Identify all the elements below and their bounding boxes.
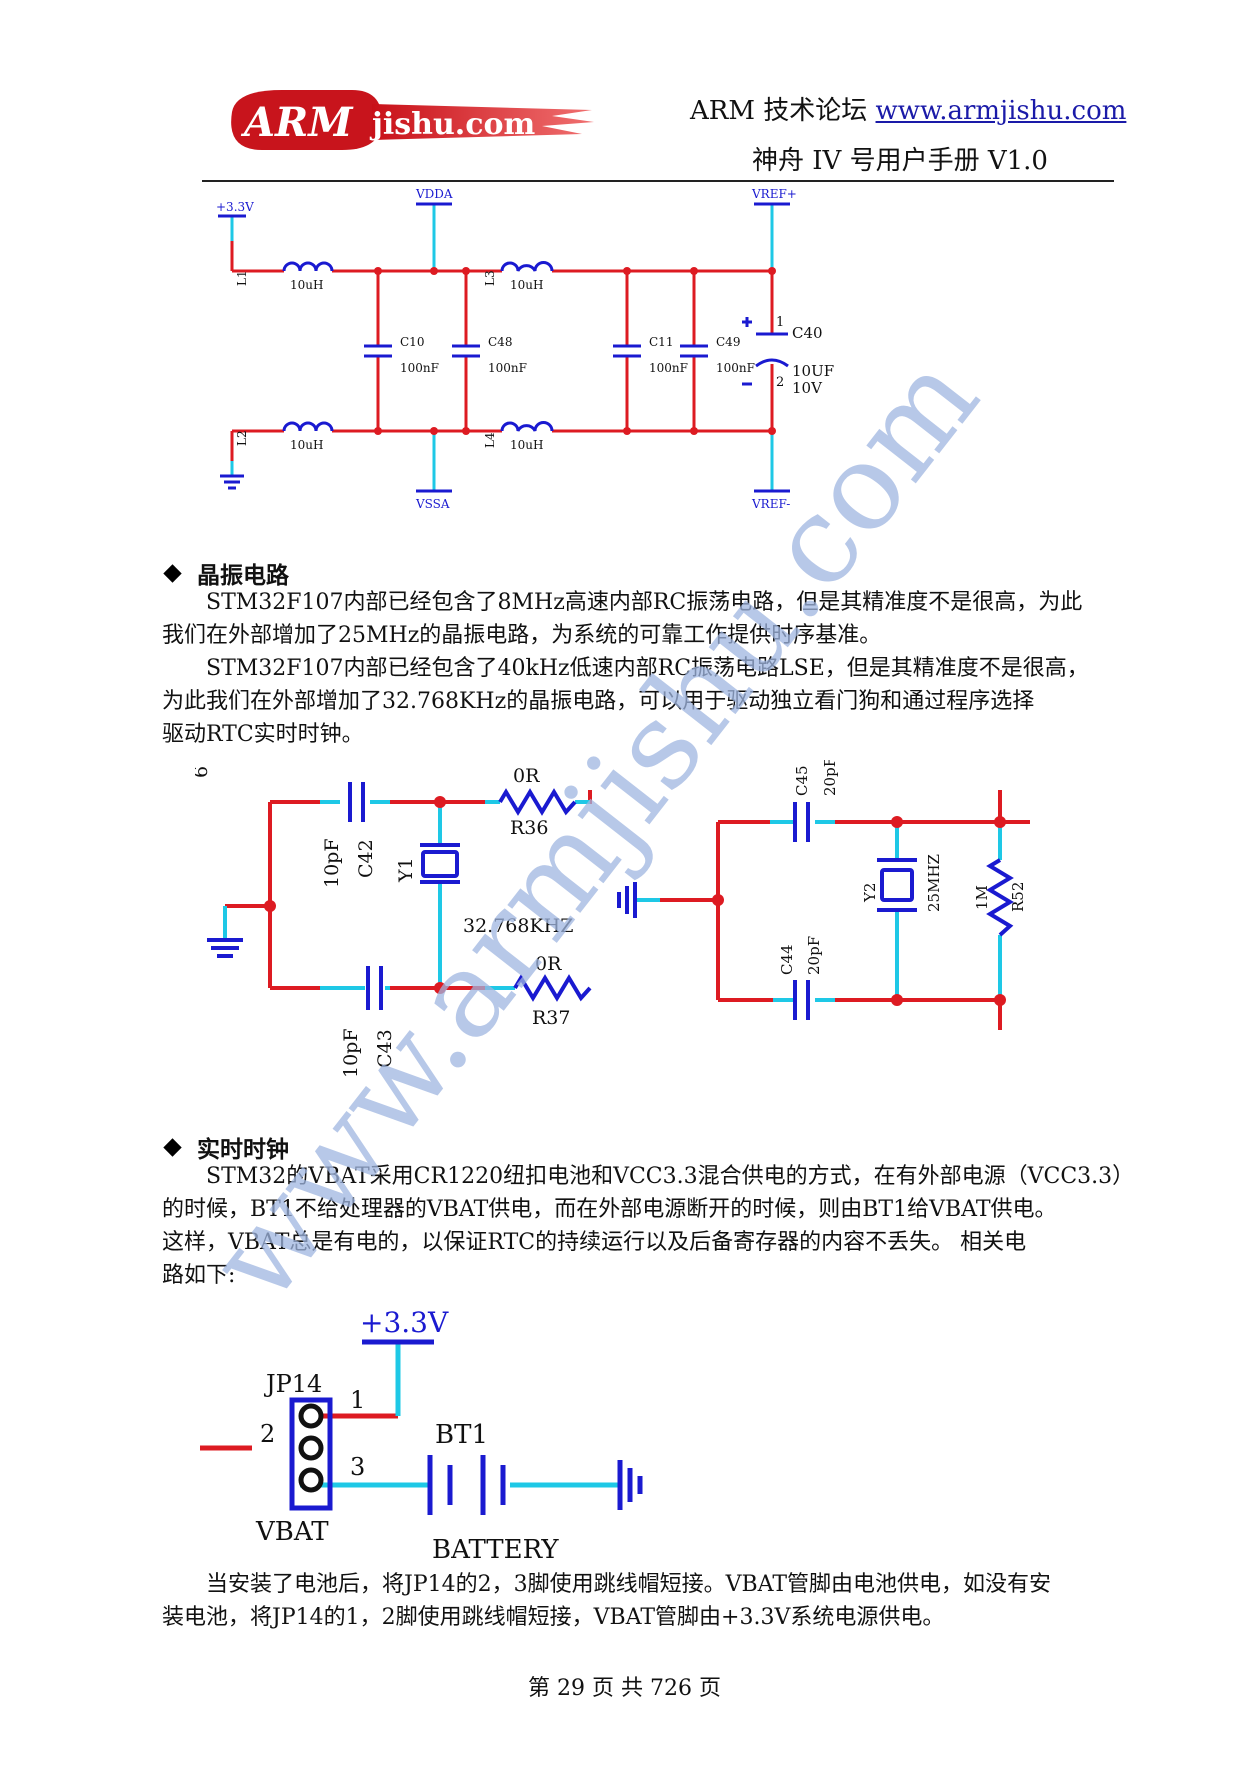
section-heading-crystal: 晶振电路 <box>162 556 289 590</box>
c45-value: 20pF <box>821 760 839 796</box>
r52-value: 1M <box>973 885 991 910</box>
battery-label: BATTERY <box>432 1535 559 1560</box>
r36-ref: R36 <box>510 817 548 839</box>
cap-c11-value: 100nF <box>649 361 688 375</box>
battery-schematic: +3.3V JP14 1 2 3 VBAT BT1 BATTERY <box>200 1306 643 1560</box>
heading-text: 晶振电路 <box>197 562 289 589</box>
text-line: 这样，VBAT总是有电的，以保证RTC的持续运行以及后备寄存器的内容不丢失。 相… <box>162 1230 1027 1255</box>
r37-value: 0R <box>535 953 562 975</box>
r37-ref: R37 <box>532 1007 570 1029</box>
text-line: 当安装了电池后，将JP14的2，3脚使用跳线帽短接。VBAT管脚由电池供电，如没… <box>206 1572 1052 1597</box>
forum-line: ARM 技术论坛 www.armjishu.com <box>690 90 1126 127</box>
y2-value: 25MHZ <box>925 854 943 912</box>
text-line: STM32的VBAT采用CR1220纽扣电池和VCC3.3混合供电的方式，在有外… <box>206 1164 1135 1189</box>
text-line: 我们在外部增加了25MHz的晶振电路，为系统的可靠工作提供时序基准。 <box>162 623 882 648</box>
rtc-paragraph: STM32的VBAT采用CR1220纽扣电池和VCC3.3混合供电的方式，在有外… <box>162 1160 1135 1292</box>
y1-ref: Y1 <box>395 857 417 883</box>
manual-title: 神舟 IV 号用户手册 V1.0 <box>752 146 1048 176</box>
inductor-l1-ref: L1 <box>235 270 249 286</box>
y1-value: 32.768KHZ <box>463 915 573 937</box>
forum-link[interactable]: www.armjishu.com <box>875 96 1127 126</box>
battery-ref: BT1 <box>435 1420 488 1450</box>
y2-ref: Y2 <box>861 883 879 903</box>
c45-ref: C45 <box>793 765 811 796</box>
inductor-l4-value: 10uH <box>510 438 543 452</box>
jumper-ref: JP14 <box>263 1370 322 1398</box>
cap-c49-ref: C49 <box>716 335 740 349</box>
page-footer: 第 29 页 共 726 页 <box>528 1676 721 1701</box>
net-label-vref-plus: VREF+ <box>751 187 797 201</box>
inductor-l2-ref: L2 <box>235 430 249 446</box>
inductor-l3-value: 10uH <box>510 278 543 292</box>
cap-c49-value: 100nF <box>716 361 755 375</box>
logo-arm-text: ARM <box>240 99 354 146</box>
header-rule <box>202 180 1114 182</box>
forum-label: ARM 技术论坛 <box>690 96 868 126</box>
jumper-pin2: 2 <box>260 1420 275 1448</box>
cap-c11-ref: C11 <box>649 335 673 349</box>
edge-label: 6 <box>195 766 212 778</box>
section-heading-rtc: 实时时钟 <box>162 1130 289 1164</box>
crystal-schematic: 6 10pF C42 0R R36 Y1 32.768KHZ 0R R37 10… <box>195 760 1030 1078</box>
adc-filter-schematic: +3.3V VDDA VREF+ VSSA VREF- L1 10uH L3 1… <box>216 187 834 511</box>
cap-c10-value: 100nF <box>400 361 439 375</box>
c44-value: 20pF <box>805 936 823 975</box>
c42-ref: C42 <box>355 839 377 878</box>
c42-value: 10pF <box>321 838 343 888</box>
text-line: STM32F107内部已经包含了8MHz高速内部RC振荡电路，但是其精准度不是很… <box>206 590 1083 615</box>
text-line: 的时候，BT1不给处理器的VBAT供电，而在外部电源断开的时候，则由BT1给VB… <box>162 1197 1057 1222</box>
cap-c48-ref: C48 <box>488 335 512 349</box>
r52-ref: R52 <box>1009 882 1027 912</box>
inductor-l3-ref: L3 <box>483 270 497 286</box>
crystal-paragraph-1: STM32F107内部已经包含了8MHz高速内部RC振荡电路，但是其精准度不是很… <box>162 586 1132 652</box>
bullet-diamond-icon <box>163 563 182 583</box>
cap-c40-pin1: 1 <box>776 315 784 330</box>
cap-c40-pin2: 2 <box>776 375 784 390</box>
r36-value: 0R <box>513 765 540 787</box>
cap-c40-voltage: 10V <box>792 379 823 397</box>
jumper-pin1: 1 <box>350 1386 365 1414</box>
cap-c10-ref: C10 <box>400 335 424 349</box>
inductor-l2-value: 10uH <box>290 438 323 452</box>
logo-jishu-text: jishu.com <box>369 107 535 142</box>
text-line: 路如下: <box>162 1263 236 1288</box>
text-line: 装电池，将JP14的1，2脚使用跳线帽短接，VBAT管脚由+3.3V系统电源供电… <box>162 1605 945 1630</box>
text-line: STM32F107内部已经包含了40kHz低速内部RC振荡电路LSE，但是其精准… <box>206 656 1089 681</box>
battery-supply-label: +3.3V <box>360 1306 449 1339</box>
net-label-supply: +3.3V <box>216 200 254 214</box>
cap-c40-value: 10UF <box>792 362 834 380</box>
bullet-diamond-icon <box>163 1137 182 1157</box>
c43-value: 10pF <box>340 1028 362 1078</box>
net-label-vref-minus: VREF- <box>751 497 790 511</box>
jumper-pin3: 3 <box>350 1453 365 1481</box>
text-line: 驱动RTC实时时钟。 <box>162 722 364 747</box>
vbat-label: VBAT <box>255 1517 329 1547</box>
cap-c48-value: 100nF <box>488 361 527 375</box>
inductor-l4-ref: L4 <box>483 432 497 448</box>
crystal-paragraph-2: STM32F107内部已经包含了40kHz低速内部RC振荡电路LSE，但是其精准… <box>162 652 1132 751</box>
inductor-l1-value: 10uH <box>290 278 323 292</box>
c43-ref: C43 <box>374 1029 396 1068</box>
heading-text: 实时时钟 <box>197 1136 289 1163</box>
text-line: 为此我们在外部增加了32.768KHz的晶振电路，可以用于驱动独立看门狗和通过程… <box>162 689 1035 714</box>
cap-c40-ref: C40 <box>792 324 823 342</box>
c44-ref: C44 <box>778 944 796 975</box>
closing-paragraph: 当安装了电池后，将JP14的2，3脚使用跳线帽短接。VBAT管脚由电池供电，如没… <box>162 1568 1132 1634</box>
armjishu-logo: ARM jishu.com <box>231 90 594 150</box>
net-label-vssa: VSSA <box>415 497 450 511</box>
net-label-vdda: VDDA <box>415 187 453 201</box>
